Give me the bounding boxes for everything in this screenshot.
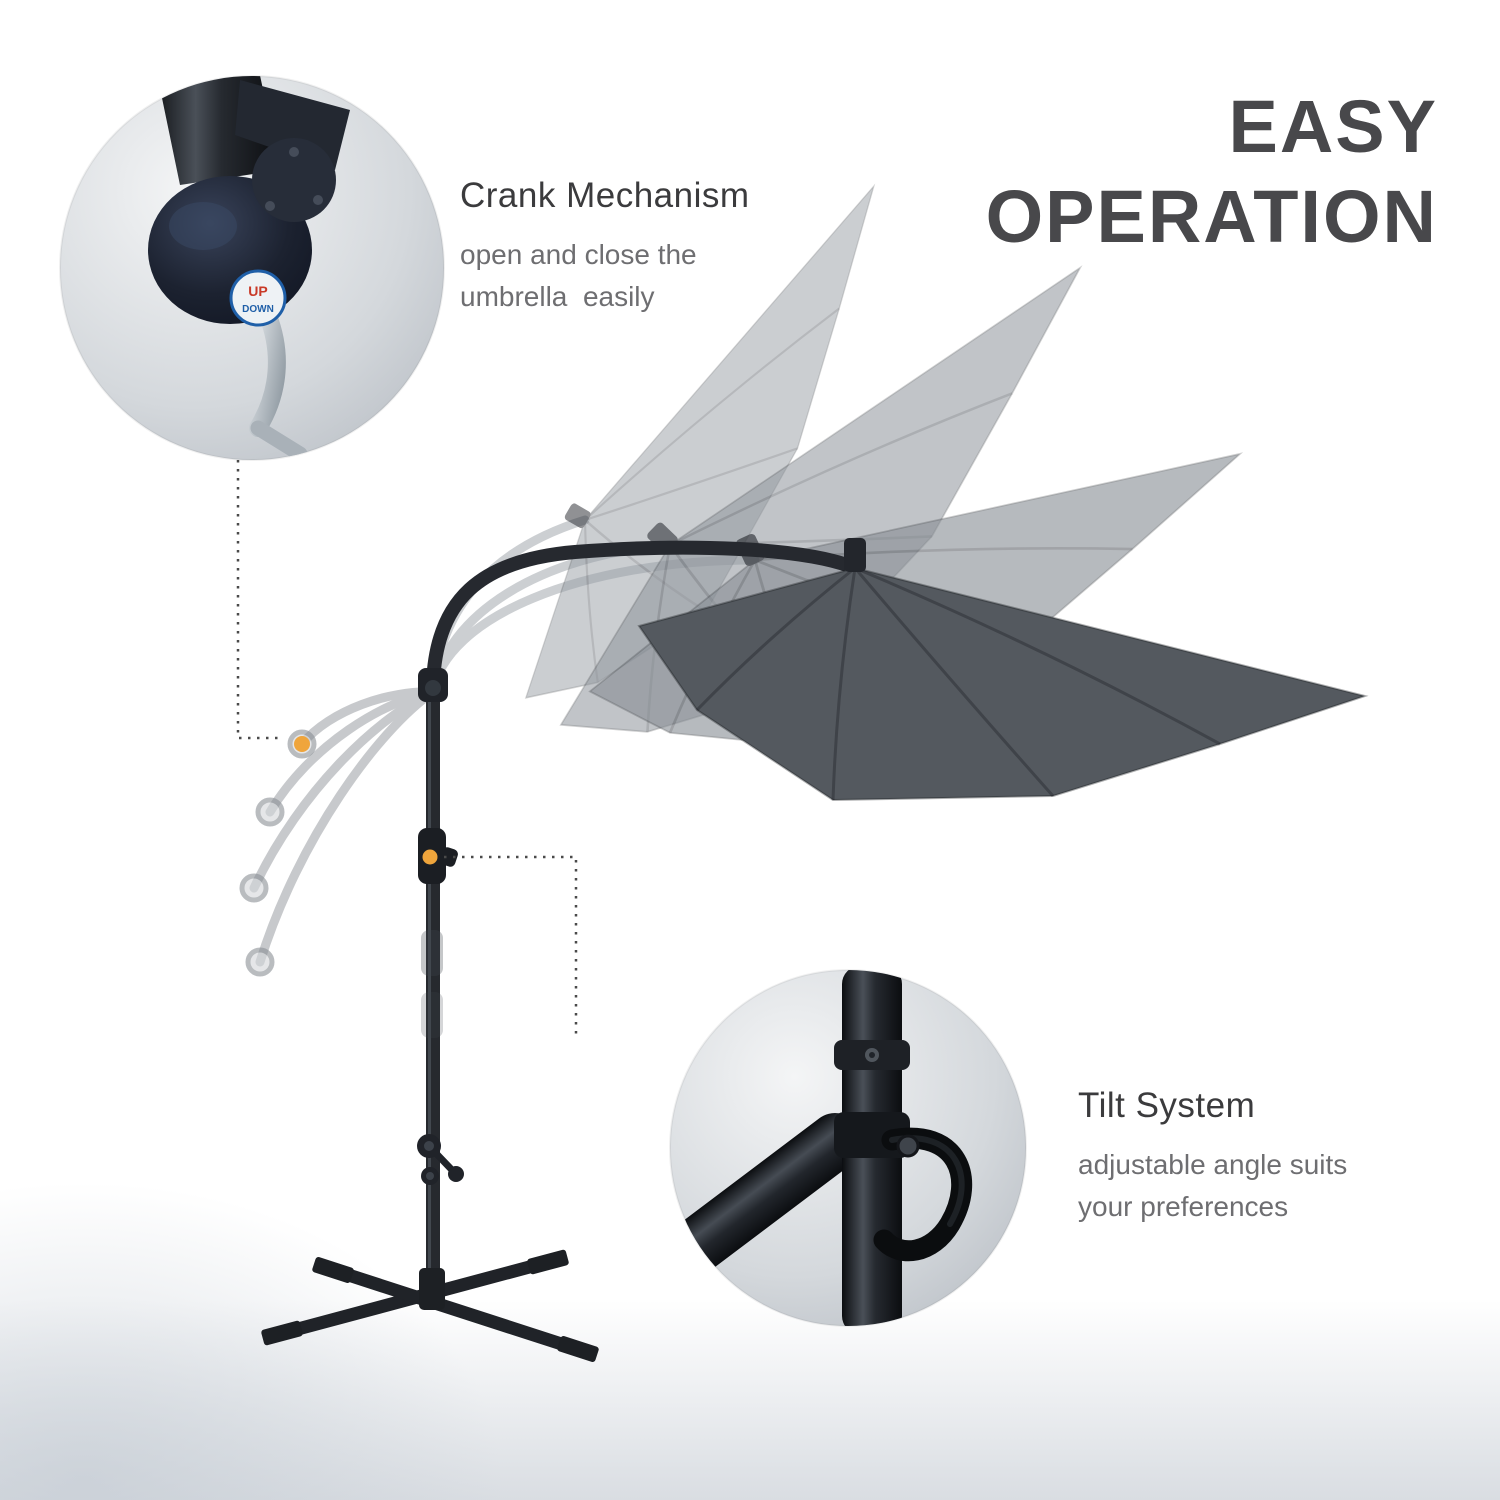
crank-closeup-inset: UP DOWN <box>59 75 445 461</box>
cantilever-arm <box>426 540 857 691</box>
sticker-up-label: UP <box>248 283 267 299</box>
crank-desc-line1: open and close the <box>460 239 697 270</box>
tilt-connector-line <box>444 855 578 1038</box>
crank-callout-desc: open and close the umbrella easily <box>460 234 750 318</box>
crank-connector-line <box>236 460 284 740</box>
inset-arm-bracket <box>235 80 350 170</box>
base-hub <box>419 1268 445 1310</box>
crank-handle-grip <box>250 420 308 460</box>
umbrella-pole <box>417 668 464 1302</box>
tilt-desc-line2: your preferences <box>1078 1191 1289 1222</box>
crank-handle-arm <box>249 307 286 437</box>
up-down-sticker <box>229 269 287 327</box>
headline-line2: OPERATION <box>985 175 1438 259</box>
crank-desc-line2: umbrella easily <box>460 281 655 312</box>
crank-point-dot <box>294 736 310 752</box>
inset-pole <box>150 76 280 185</box>
tilt-callout-desc: adjustable angle suits your preferences <box>1078 1144 1347 1228</box>
headline-line1: EASY <box>1228 85 1438 168</box>
tilt-closeup-inset <box>669 969 1027 1327</box>
pole-crank <box>417 1134 464 1185</box>
base-feet <box>261 1249 599 1363</box>
headline: EASY OPERATION <box>986 82 1438 263</box>
tilt-point-dot <box>422 849 438 865</box>
ghost-arm-fan <box>249 687 438 967</box>
tilt-desc-line1: adjustable angle suits <box>1078 1149 1348 1180</box>
ghost-tilt-sleeve <box>421 992 443 1038</box>
sticker-down-label: DOWN <box>242 304 274 315</box>
ghost-tilt-sleeve <box>421 930 443 976</box>
joint-bolt <box>896 1134 920 1158</box>
inset-tilt-arm <box>670 1113 864 1276</box>
cross-base <box>276 1255 584 1356</box>
crank-callout-title: Crank Mechanism <box>460 176 750 215</box>
tilt-callout: Tilt System adjustable angle suits your … <box>1078 1086 1347 1228</box>
tilt-callout-title: Tilt System <box>1078 1086 1256 1125</box>
crank-callout: Crank Mechanism open and close the umbre… <box>460 176 750 318</box>
